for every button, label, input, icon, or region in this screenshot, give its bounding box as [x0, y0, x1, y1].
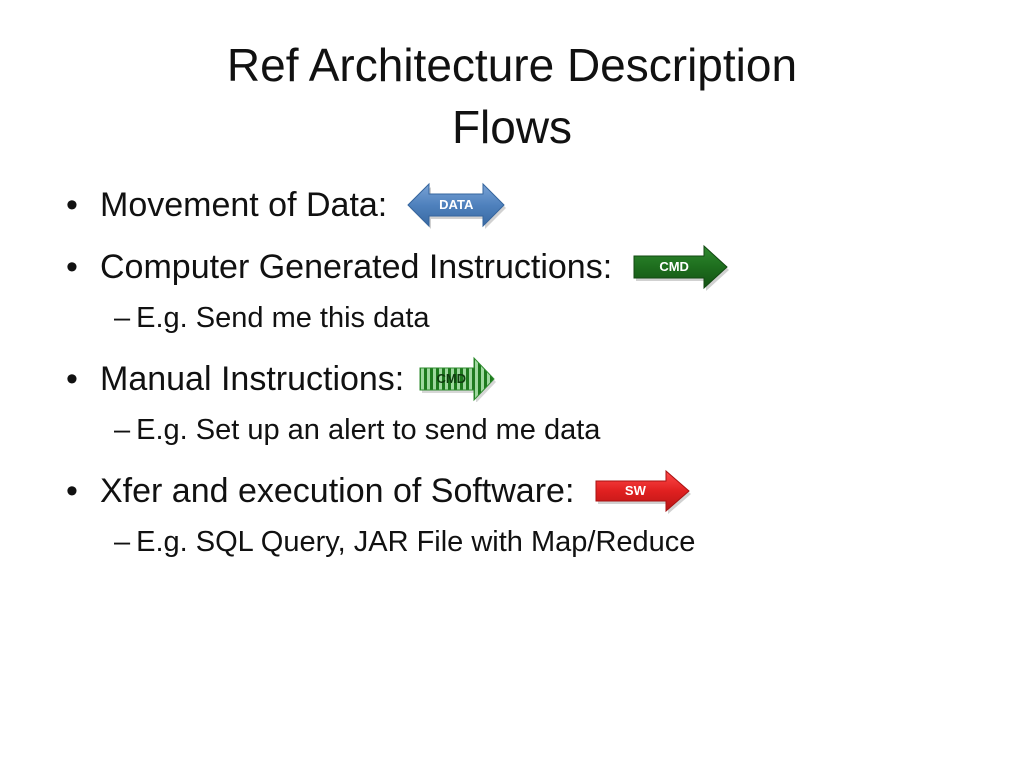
sub-bullet-marker: – [114, 302, 131, 334]
bullet-manual-instructions: • Manual Instructions: CMD [62, 356, 1002, 402]
sub-bullet-text: E.g. Send me this data [136, 302, 430, 334]
bullet-xfer-and-execution-of-software: • Xfer and execution of Software: SW [62, 468, 1002, 514]
bullet-text: Computer Generated Instructions: [100, 248, 613, 286]
bullet-list: • Movement of Data: DATA [62, 182, 1002, 580]
double-arrow-icon: DATA [405, 180, 507, 230]
data-arrow-shape [407, 182, 507, 229]
right-arrow-icon: CMD [632, 243, 732, 291]
bullet-text: Movement of Data: [100, 186, 388, 224]
sub-bullet-text: E.g. Set up an alert to send me data [136, 414, 601, 446]
sub-bullet-set-up-alert: – E.g. Set up an alert to send me data [62, 410, 1002, 450]
sub-bullet-send-me-this-data: – E.g. Send me this data [62, 298, 1002, 338]
sub-bullet-marker: – [114, 526, 131, 558]
sub-bullet-text: E.g. SQL Query, JAR File with Map/Reduce [136, 526, 696, 558]
manual-cmd-arrow-shape [419, 356, 497, 402]
sw-arrow-label: SW [624, 483, 646, 498]
bullet-movement-of-data: • Movement of Data: DATA [62, 180, 1002, 230]
bullet-marker: • [66, 472, 78, 510]
bullet-computer-generated-instructions: • Computer Generated Instructions: CMD [62, 243, 1002, 291]
sub-bullet-sql-query: – E.g. SQL Query, JAR File with Map/Redu… [62, 522, 1002, 562]
bullet-marker: • [66, 248, 78, 286]
bullet-text: Manual Instructions: [100, 360, 405, 398]
bullet-marker: • [66, 186, 78, 224]
bullet-marker: • [66, 360, 78, 398]
slide-title: Ref Architecture Description Flows [0, 34, 1024, 158]
cmd-arrow-shape [633, 244, 730, 291]
sw-arrow-shape [595, 469, 692, 514]
cmd-arrow-label: CMD [659, 259, 689, 274]
title-line-2: Flows [451, 101, 573, 153]
data-arrow-label: DATA [439, 197, 474, 212]
title-line-1: Ref Architecture Description [226, 39, 798, 91]
bullet-text: Xfer and execution of Software: [100, 472, 575, 510]
right-arrow-icon: SW [594, 467, 694, 515]
sub-bullet-marker: – [114, 414, 131, 446]
striped-arrow-icon: CMD [418, 356, 498, 402]
manual-cmd-arrow-label: CMD [436, 371, 467, 386]
